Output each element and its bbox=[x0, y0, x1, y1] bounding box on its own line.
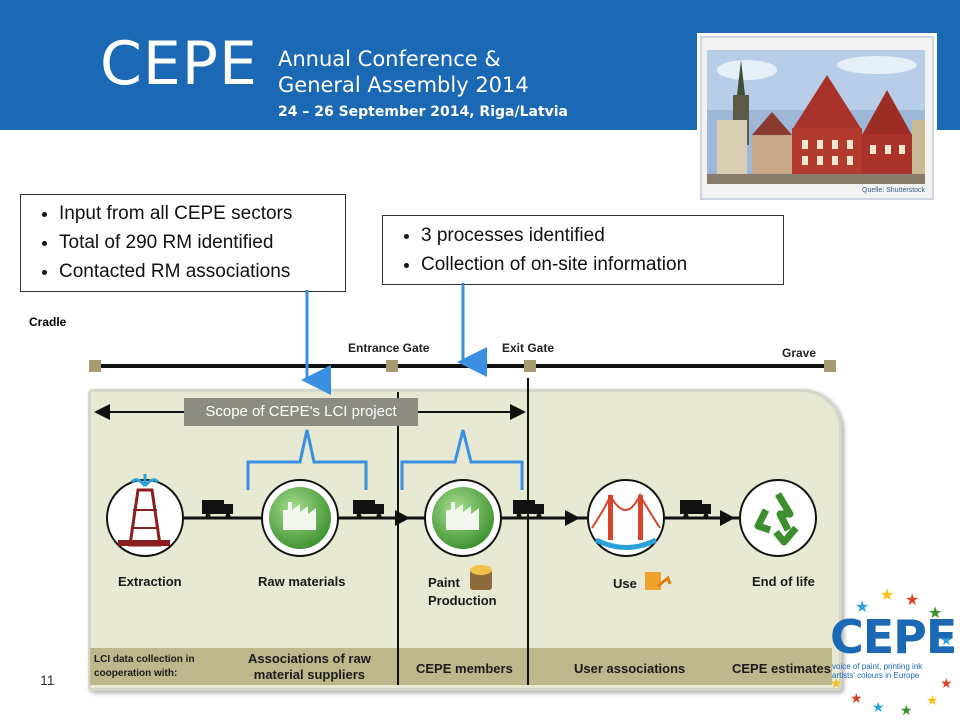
riga-photo bbox=[707, 50, 925, 184]
svg-text:★: ★ bbox=[928, 605, 942, 622]
stage-label-paint-line1: Paint bbox=[428, 575, 460, 590]
raw-material-associations: Associations of raw material suppliers bbox=[248, 651, 371, 683]
lci-collection-intro: LCI data collection in cooperation with: bbox=[94, 653, 195, 681]
callout-right-item: Collection of on-site information bbox=[421, 250, 783, 279]
eu-stars-icon: ★ ★ ★ ★ ★ ★ ★ ★ ★ ★ ★ bbox=[830, 587, 953, 718]
svg-text:★: ★ bbox=[940, 675, 953, 691]
svg-text:★: ★ bbox=[905, 592, 919, 609]
end-of-life-icon bbox=[739, 479, 817, 557]
conference-title-line2: General Assembly 2014 bbox=[278, 73, 529, 97]
callout-right-item: 3 processes identified bbox=[421, 221, 783, 250]
callout-left-item: Total of 290 RM identified bbox=[59, 228, 345, 257]
use-icon bbox=[587, 479, 665, 557]
stage-label-raw-materials: Raw materials bbox=[258, 574, 346, 589]
grave-marker bbox=[824, 360, 836, 372]
raw-materials-brace bbox=[246, 429, 368, 490]
page-number: 11 bbox=[40, 672, 55, 688]
callout-left-item: Contacted RM associations bbox=[59, 257, 345, 286]
svg-text:★: ★ bbox=[855, 599, 869, 616]
conference-title-line1: Annual Conference & bbox=[278, 47, 501, 71]
paint-bucket-icon bbox=[645, 572, 672, 590]
paint-production-icon bbox=[424, 479, 502, 557]
stage-label-end-of-life: End of life bbox=[752, 574, 815, 589]
svg-text:★: ★ bbox=[850, 690, 863, 706]
truck-icon bbox=[680, 500, 711, 519]
footer-tagline-line2: artists' colours in Europe bbox=[832, 671, 920, 680]
truck-icon bbox=[353, 500, 384, 519]
extraction-icon bbox=[106, 474, 184, 557]
cepe-estimates-label: CEPE estimates bbox=[732, 661, 831, 676]
svg-text:★: ★ bbox=[900, 702, 913, 718]
callout-right: 3 processes identified Collection of on-… bbox=[382, 215, 784, 285]
footer-tagline: voice of paint, printing ink artists' co… bbox=[832, 662, 922, 680]
stage-label-paint-production: Paint Production bbox=[428, 574, 497, 610]
truck-icon bbox=[513, 500, 544, 519]
exit-gate-marker bbox=[524, 360, 536, 372]
truck-icon bbox=[202, 500, 233, 519]
cradle-label: Cradle bbox=[29, 315, 67, 329]
callout-left: Input from all CEPE sectors Total of 290… bbox=[20, 194, 346, 292]
lci-intro-line1: LCI data collection in bbox=[94, 654, 195, 665]
exit-gate-label: Exit Gate bbox=[502, 341, 555, 355]
svg-text:★: ★ bbox=[872, 699, 885, 715]
paint-production-brace bbox=[400, 429, 524, 490]
svg-text:★: ★ bbox=[880, 587, 894, 604]
footer-tagline-line1: voice of paint, printing ink bbox=[832, 662, 923, 671]
svg-text:★: ★ bbox=[940, 632, 953, 648]
stage-label-paint-line2: Production bbox=[428, 593, 497, 608]
cepe-logo: CEPE bbox=[100, 29, 258, 99]
callout-left-item: Input from all CEPE sectors bbox=[59, 199, 345, 228]
raw-assoc-line1: Associations of raw bbox=[248, 651, 371, 666]
stage-label-use: Use bbox=[613, 576, 637, 591]
conference-date: 24 – 26 September 2014, Riga/Latvia bbox=[278, 104, 569, 120]
grave-label: Grave bbox=[782, 346, 817, 360]
stage-label-extraction: Extraction bbox=[118, 574, 182, 589]
svg-text:★: ★ bbox=[926, 692, 939, 708]
svg-text:★: ★ bbox=[830, 675, 843, 691]
cepe-members-label: CEPE members bbox=[416, 661, 513, 676]
lci-intro-line2: cooperation with: bbox=[94, 668, 178, 679]
photo-credit: Quelle: Shutterstock bbox=[862, 187, 926, 194]
raw-materials-icon bbox=[261, 479, 339, 557]
raw-assoc-line2: material suppliers bbox=[253, 667, 366, 682]
paint-can-icon bbox=[470, 565, 492, 590]
scope-label: Scope of CEPE's LCI project bbox=[184, 398, 418, 426]
conference-title: Annual Conference & General Assembly 201… bbox=[278, 46, 529, 98]
lci-collection-bar bbox=[90, 648, 832, 685]
user-associations-label: User associations bbox=[574, 661, 686, 676]
footer-cepe-logo: CEPE bbox=[830, 610, 957, 664]
cradle-marker bbox=[89, 360, 101, 372]
entrance-gate-marker bbox=[386, 360, 398, 372]
entrance-gate-label: Entrance Gate bbox=[348, 341, 430, 355]
